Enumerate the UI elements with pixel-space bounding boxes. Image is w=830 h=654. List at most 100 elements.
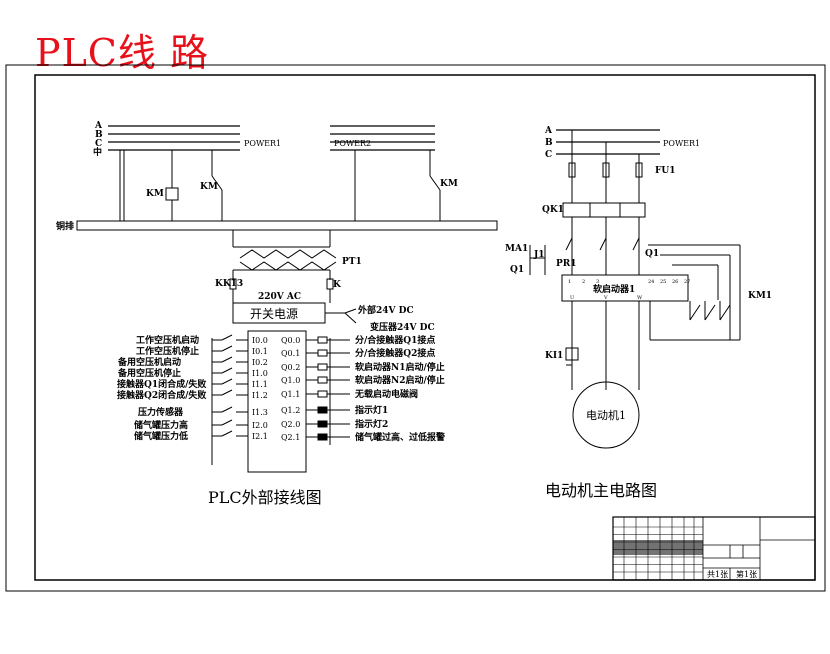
kk13-label: KK13 [215,279,243,289]
plc-output-label: 软启动器N1启动/停止 [355,361,445,373]
plc-body [247,330,307,473]
busbar-label: 铜排 [56,220,74,232]
plc-output-address: Q0.2 [281,363,300,372]
left-power2-label: POWER2 [334,139,371,148]
starter-terminal-label: 1 [568,279,571,285]
left-busbar [76,220,498,231]
plc-output-address: Q1.2 [281,406,300,415]
fuse-a [568,162,576,178]
switching-psu-label: 开关电源 [250,307,298,321]
plc-input-address: I2.0 [252,421,268,430]
starter-output-label: W [637,295,643,301]
left-bus-lines [108,125,435,151]
plc-diagram-caption: PLC外部接线图 [208,488,322,507]
starter-terminal-label: 26 [672,279,678,285]
plc-input-label: 接触器Q2闭合成/失败 [117,389,207,401]
pr1-label: PR1 [556,259,577,269]
left-phase-n: 中 [93,146,102,158]
qk1-breaker [562,202,646,218]
fuse-b [602,162,610,178]
plc-input-label: 工作空压机启动 [136,334,199,346]
page-title: PLC线 路 [35,31,209,75]
plc-output-row: Q0.2 软启动器N1启动/停止 [281,361,445,373]
left-phase-b: B [95,130,103,140]
plc-input-address: I1.3 [252,408,268,417]
soft-starter-box [561,274,689,302]
plc-output-row: Q2.0 指示灯2 [281,418,388,430]
plc-output-address: Q2.0 [281,420,300,429]
plc-output-row: Q1.1 无载启动电磁阀 [281,388,418,400]
plc-input-address: I0.1 [252,347,268,356]
fu1-label: FU1 [655,166,676,176]
plc-output-address: Q1.0 [281,376,300,385]
motor-circuit-caption: 电动机主电路图 [545,481,657,500]
plc-input-row: 压力传感器 I1.3 [138,406,268,418]
motor-label: 电动机1 [586,408,626,422]
plc-input-label: 工作空压机停止 [136,345,199,357]
km-coil [165,187,179,201]
pt1-label: PT1 [342,257,362,267]
sheet-count: 共1张 [707,570,728,579]
plc-output-label: 分/合接触器Q2接点 [355,347,435,359]
plc-input-address: I1.0 [252,369,268,378]
plc-input-row: 储气罐压力高 I2.0 [134,419,268,431]
external-24v-label: 外部24V DC [357,304,414,316]
plc-wiring-diagram: A B C 中 POWER1 POWER2 KM KM KM 铜排 [56,121,498,507]
plc-output-address: Q0.1 [281,349,300,358]
soft-starter-label: 软启动器1 [593,283,635,295]
plc-input-label: 备用空压机启动 [117,356,181,368]
starter-terminal-label: 25 [660,279,666,285]
plc-output-label: 无载启动电磁阀 [354,388,418,400]
starter-terminal-label: 2 [582,279,585,285]
left-phase-c: C [95,139,102,149]
plc-input-address: I0.2 [252,358,268,367]
plc-input-label: 压力传感器 [138,406,184,418]
starter-terminal-label: 3 [596,279,599,285]
right-phase-b: B [545,138,553,148]
plc-output-row: Q0.1 分/合接触器Q2接点 [281,347,435,359]
title-block [612,516,816,581]
ki1-relay [565,347,579,361]
ki1-label: KI1 [545,351,563,361]
right-power1-label: POWER1 [663,139,700,148]
plc-input-row: 备用空压机停止 I1.0 [117,367,268,379]
starter-output-label: V [603,295,608,301]
plc-output-label: 分/合接触器Q1接点 [355,334,435,346]
right-phase-c: C [545,150,552,160]
left-phase-a: A [94,121,103,131]
starter-terminal-label: 27 [684,279,690,285]
sheet-number: 第1张 [736,569,757,579]
right-phase-a: A [544,126,553,136]
km1-label: KM1 [748,291,772,301]
voltage-label: 220V AC [258,292,301,302]
starter-output-label: U [570,295,574,301]
transformer-24v-label: 变压器24V DC [370,321,435,333]
outer-frame [5,64,826,592]
plc-output-address: Q0.0 [281,336,300,345]
plc-input-label: 储气罐压力高 [134,419,188,431]
plc-input-label: 接触器Q1闭合成/失败 [117,378,207,390]
plc-input-label: 储气罐压力低 [134,430,188,442]
left-km-contact2-label: KM [440,179,458,189]
left-km-coil-label: KM [146,189,164,199]
motor-1 [572,381,640,449]
left-km-contact-label: KM [200,182,218,192]
plc-input-row: 工作空压机停止 I0.1 [136,345,268,357]
q1-left-label: Q1 [510,265,524,275]
motor-main-circuit: A B C POWER1 [505,126,772,500]
plc-output-address: Q2.1 [281,433,300,442]
k-label: K [333,280,342,290]
plc-output-row: Q0.0 分/合接触器Q1接点 [281,334,435,346]
plc-output-label: 指示灯2 [355,418,388,430]
plc-input-label: 备用空压机停止 [117,367,181,379]
plc-output-address: Q1.1 [281,390,300,399]
